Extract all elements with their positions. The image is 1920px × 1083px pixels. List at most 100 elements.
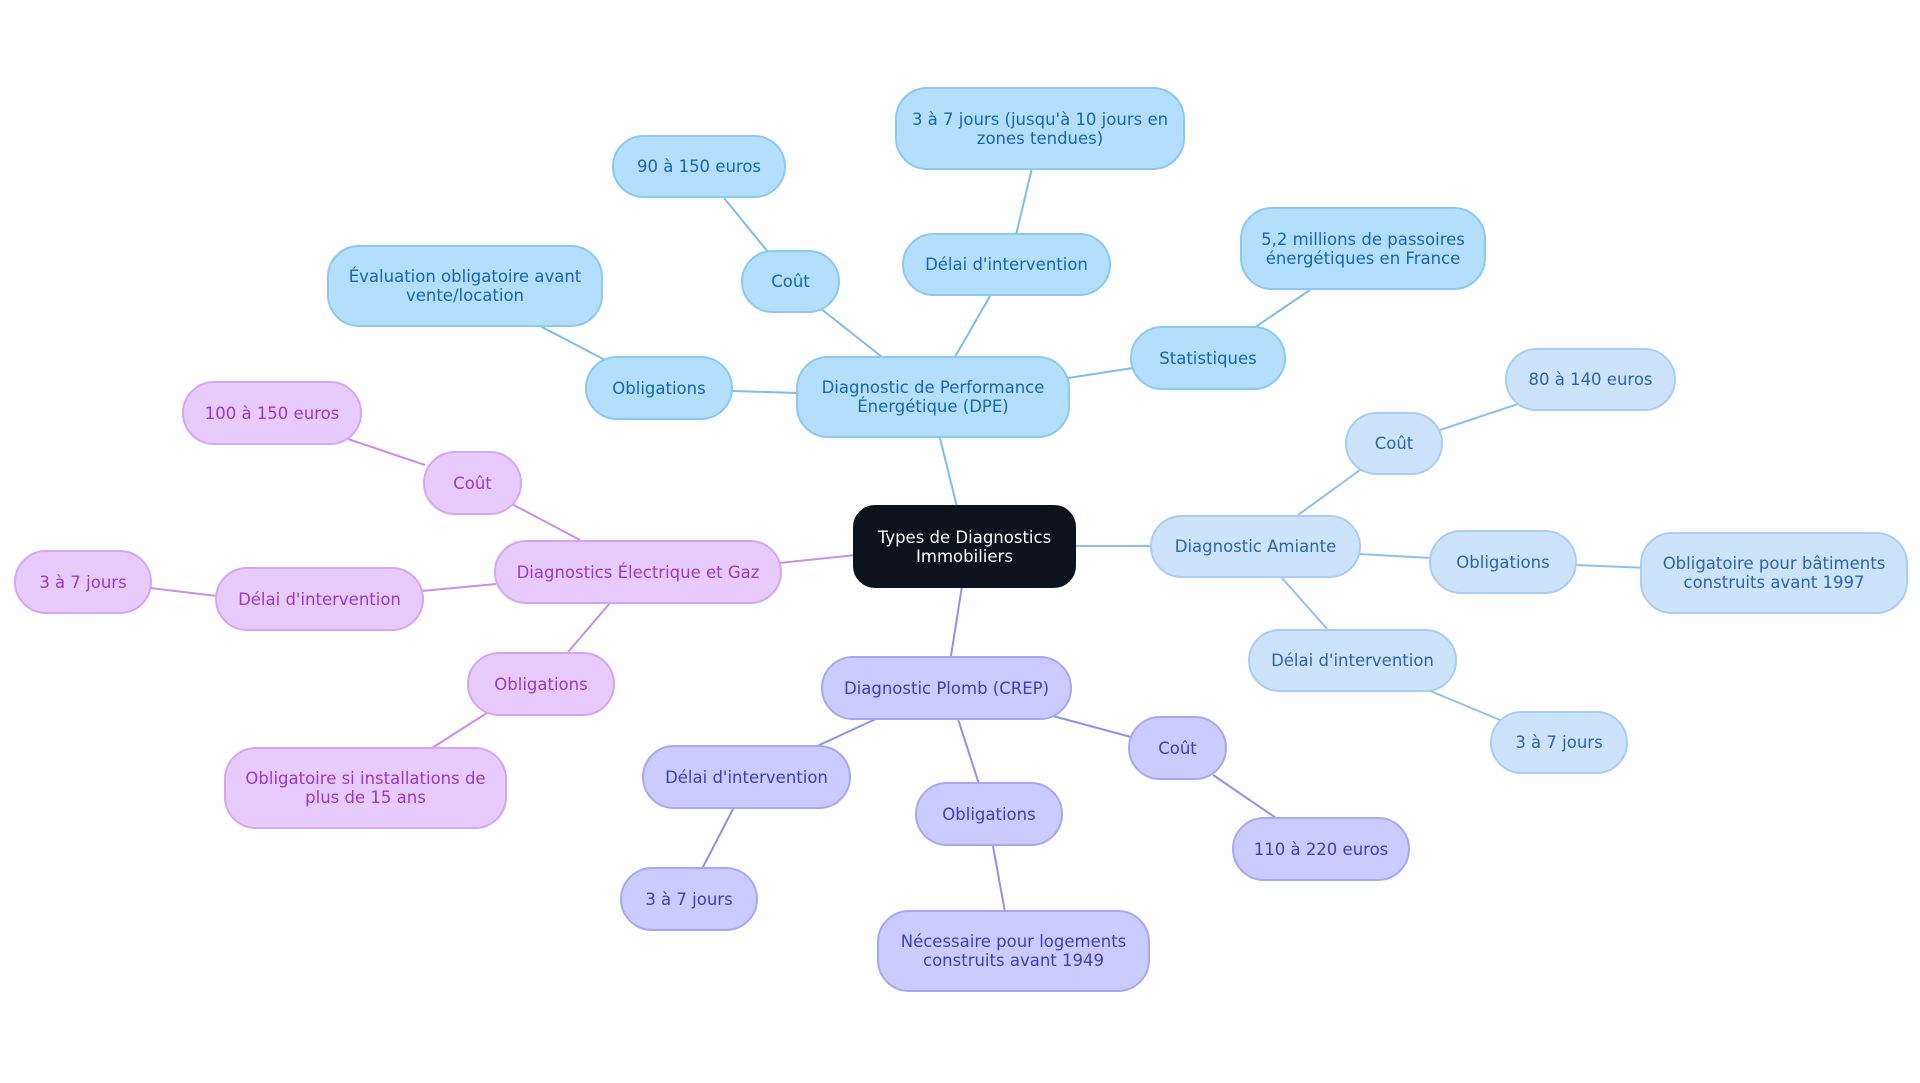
edge-dpe-stats — [1067, 367, 1134, 379]
dpe-cout-node[interactable]: Coût — [741, 250, 840, 313]
elec-cout-node[interactable]: Coût — [423, 451, 522, 515]
edge-elec-oblig — [567, 602, 611, 653]
plomb-oblig-value-line1: Nécessaire pour logements — [900, 932, 1127, 951]
amiante-cout-value-node[interactable]: 80 à 140 euros — [1505, 348, 1676, 411]
plomb-cout-node[interactable]: Coût — [1128, 716, 1227, 780]
dpe-oblig-node[interactable]: Obligations — [585, 356, 733, 420]
dpe-oblig-value-line2: vente/location — [405, 286, 524, 305]
edge-elec-delai — [421, 583, 497, 592]
edge-dpe-oblig — [732, 390, 799, 394]
amiante-delai-value: 3 à 7 jours — [1515, 733, 1603, 752]
dpe-delai-node[interactable]: Délai d'intervention — [902, 233, 1111, 296]
elec-oblig-value-node[interactable]: Obligatoire si installations de plus de … — [224, 747, 507, 829]
amiante-delai-label: Délai d'intervention — [1271, 651, 1434, 670]
dpe-stats-value-node[interactable]: 5,2 millions de passoires énergétiques e… — [1240, 207, 1486, 290]
amiante-oblig-value-line2: construits avant 1997 — [1683, 573, 1865, 592]
dpe-cout-value: 90 à 150 euros — [636, 157, 762, 176]
dpe-oblig-value-line1: Évaluation obligatoire avant — [348, 267, 582, 286]
dpe-cout-value-node[interactable]: 90 à 150 euros — [612, 135, 786, 198]
elec-cout-label: Coût — [453, 473, 492, 493]
amiante-oblig-label: Obligations — [1456, 552, 1550, 572]
edge-stats-value — [1253, 289, 1311, 329]
elec-delai-value-node[interactable]: 3 à 7 jours — [14, 550, 152, 614]
amiante-cout-value: 80 à 140 euros — [1528, 370, 1653, 389]
edge-dpe-delai — [954, 295, 991, 358]
plomb-oblig-label: Obligations — [942, 804, 1036, 824]
dpe-title-line2: Énergétique (DPE) — [857, 397, 1009, 416]
edge-elec-oblig-value — [431, 710, 491, 749]
dpe-oblig-value-node[interactable]: Évaluation obligatoire avant vente/locat… — [327, 245, 603, 327]
amiante-oblig-node[interactable]: Obligations — [1429, 530, 1577, 594]
plomb-node[interactable]: Diagnostic Plomb (CREP) — [821, 656, 1072, 720]
root-node[interactable]: Types de Diagnostics Immobiliers — [853, 505, 1076, 588]
elec-delai-node[interactable]: Délai d'intervention — [215, 567, 424, 631]
amiante-node[interactable]: Diagnostic Amiante — [1150, 515, 1361, 578]
dpe-delai-value-line2: zones tendues) — [976, 128, 1104, 148]
plomb-delai-value-node[interactable]: 3 à 7 jours — [620, 867, 758, 931]
edge-oblig-value — [539, 325, 606, 361]
amiante-cout-node[interactable]: Coût — [1345, 412, 1443, 475]
elec-title: Diagnostics Électrique et Gaz — [516, 562, 760, 582]
plomb-delai-label: Délai d'intervention — [665, 767, 828, 787]
dpe-delai-label: Délai d'intervention — [925, 255, 1088, 274]
edge-delai-value — [1015, 167, 1033, 236]
dpe-cout-label: Coût — [771, 272, 810, 291]
edge-plomb-cout — [1052, 715, 1132, 738]
dpe-node[interactable]: Diagnostic de Performance Énergétique (D… — [796, 356, 1070, 438]
root-label-line2: Immobiliers — [916, 546, 1013, 566]
edge-amiante-cout-value — [1439, 403, 1519, 431]
edge-plomb-oblig-value — [992, 845, 1006, 913]
dpe-delai-value-node[interactable]: 3 à 7 jours (jusqu'à 10 jours en zones t… — [895, 87, 1185, 170]
plomb-delai-node[interactable]: Délai d'intervention — [642, 745, 851, 809]
edge-plomb-oblig — [957, 718, 980, 785]
elec-node[interactable]: Diagnostics Électrique et Gaz — [494, 540, 782, 604]
dpe-oblig-label: Obligations — [612, 378, 706, 398]
edge-root-dpe — [939, 437, 958, 508]
elec-cout-value-node[interactable]: 100 à 150 euros — [182, 381, 362, 445]
edge-dpe-cout — [819, 307, 883, 358]
dpe-title-line1: Diagnostic de Performance — [821, 378, 1045, 397]
edge-elec-cout-value — [347, 438, 426, 466]
plomb-oblig-node[interactable]: Obligations — [915, 782, 1063, 846]
edge-cout-value — [723, 197, 769, 253]
edge-root-plomb — [950, 585, 963, 657]
root-label-line1: Types de Diagnostics — [877, 527, 1052, 547]
amiante-oblig-value-line1: Obligatoire pour bâtiments — [1662, 554, 1886, 573]
edge-amiante-cout — [1297, 469, 1361, 516]
elec-oblig-label: Obligations — [494, 674, 588, 694]
elec-delai-label: Délai d'intervention — [238, 589, 401, 609]
plomb-oblig-value-line2: construits avant 1949 — [923, 951, 1104, 970]
elec-oblig-value-line1: Obligatoire si installations de — [245, 769, 486, 788]
plomb-cout-label: Coût — [1158, 738, 1197, 758]
amiante-title: Diagnostic Amiante — [1174, 537, 1337, 556]
plomb-delai-value: 3 à 7 jours — [645, 889, 733, 909]
plomb-title: Diagnostic Plomb (CREP) — [843, 678, 1050, 698]
plomb-cout-value-node[interactable]: 110 à 220 euros — [1232, 817, 1410, 881]
dpe-stats-value-line2: énergétiques en France — [1265, 248, 1461, 268]
edge-root-elec — [778, 554, 857, 564]
dpe-stats-label: Statistiques — [1159, 348, 1257, 368]
edge-plomb-cout-value — [1212, 774, 1277, 819]
amiante-cout-label: Coût — [1374, 434, 1414, 453]
edge-amiante-oblig — [1358, 553, 1433, 559]
dpe-delai-value-line1: 3 à 7 jours (jusqu'à 10 jours en — [911, 109, 1169, 129]
elec-oblig-node[interactable]: Obligations — [467, 652, 615, 716]
elec-delai-value: 3 à 7 jours — [39, 572, 127, 592]
edge-plomb-delai — [814, 717, 879, 748]
dpe-stats-node[interactable]: Statistiques — [1130, 326, 1286, 390]
elec-cout-value: 100 à 150 euros — [204, 403, 340, 423]
edge-elec-delai-value — [149, 587, 218, 597]
amiante-oblig-value-node[interactable]: Obligatoire pour bâtiments construits av… — [1640, 532, 1908, 614]
plomb-oblig-value-node[interactable]: Nécessaire pour logements construits ava… — [877, 910, 1150, 992]
edge-amiante-oblig-value — [1575, 564, 1649, 569]
amiante-delai-value-node[interactable]: 3 à 7 jours — [1490, 711, 1628, 774]
plomb-cout-value: 110 à 220 euros — [1253, 839, 1389, 859]
edge-plomb-delai-value — [701, 808, 734, 870]
dpe-stats-value-line1: 5,2 millions de passoires — [1261, 229, 1465, 249]
amiante-delai-node[interactable]: Délai d'intervention — [1248, 629, 1457, 692]
edge-amiante-delai-value — [1427, 689, 1501, 721]
elec-oblig-value-line2: plus de 15 ans — [305, 788, 426, 807]
edge-elec-cout — [509, 502, 581, 541]
edge-amiante-delai — [1281, 577, 1329, 631]
